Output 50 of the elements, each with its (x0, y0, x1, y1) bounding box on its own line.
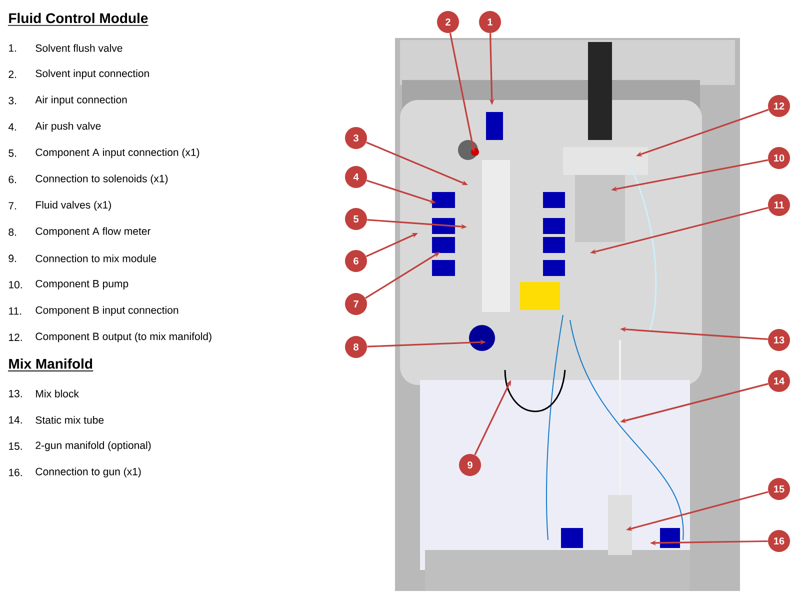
list-number: 2. (8, 70, 16, 78)
list-item: Air input connection (35, 96, 127, 106)
list-item: Solvent flush valve (36, 44, 122, 52)
list-item: Air push valve (35, 122, 101, 132)
list-number: 5. (8, 150, 16, 157)
callout-number: 8 (345, 336, 367, 358)
section-heading: Mix Manifold (8, 358, 94, 372)
list-item: Component B input connection (36, 306, 178, 316)
callout-number: 10 (768, 147, 790, 169)
list-number: 10. (9, 280, 22, 288)
list-number: 14. (9, 416, 22, 424)
list-number: 9. (8, 254, 16, 262)
list-item: Component B pump (36, 280, 128, 290)
list-number: 11. (9, 307, 22, 315)
callout-number: 13 (768, 329, 790, 351)
callout-number: 14 (768, 370, 790, 392)
list-number: 7. (8, 202, 16, 210)
callout-number: 7 (345, 293, 367, 315)
list-item: Connection to solenoids (x1) (36, 174, 168, 184)
list-number: 12. (9, 334, 22, 341)
list-number: 8. (8, 228, 16, 236)
list-item: Component A flow meter (36, 227, 151, 237)
list-number: 15. (9, 442, 22, 450)
list-item: Fluid valves (x1) (36, 200, 111, 211)
list-number: 16. (9, 468, 22, 476)
callout-number: 15 (768, 478, 790, 500)
list-item: Component B output (to mix manifold) (36, 332, 212, 342)
callout-number: 1 (479, 11, 501, 33)
list-item: Component A input connection (x1) (36, 148, 200, 158)
list-number: 6. (8, 176, 16, 184)
list-number: 3. (8, 96, 16, 104)
callout-number: 12 (768, 95, 790, 117)
list-item: Connection to gun (x1) (36, 468, 141, 478)
list-item: Solvent input connection (36, 69, 149, 80)
callout-number: 16 (768, 530, 790, 552)
callout-number: 6 (345, 250, 367, 272)
list-number: 1. (9, 44, 16, 52)
callout-number: 11 (768, 194, 790, 216)
list-item: 2-gun manifold (optional) (36, 441, 151, 452)
section-heading: Fluid Control Module (8, 12, 149, 26)
callout-number: 9 (459, 454, 481, 476)
callout-number: 4 (345, 166, 367, 188)
callout-number: 3 (345, 127, 367, 149)
list-item: Connection to mix module (36, 254, 156, 262)
list-number: 4. (8, 123, 16, 130)
callout-number: 2 (437, 11, 459, 33)
list-item: Static mix tube (36, 416, 104, 424)
list-number: 13. (9, 390, 22, 398)
callout-number: 5 (345, 208, 367, 230)
list-item: Mix block (36, 390, 79, 398)
